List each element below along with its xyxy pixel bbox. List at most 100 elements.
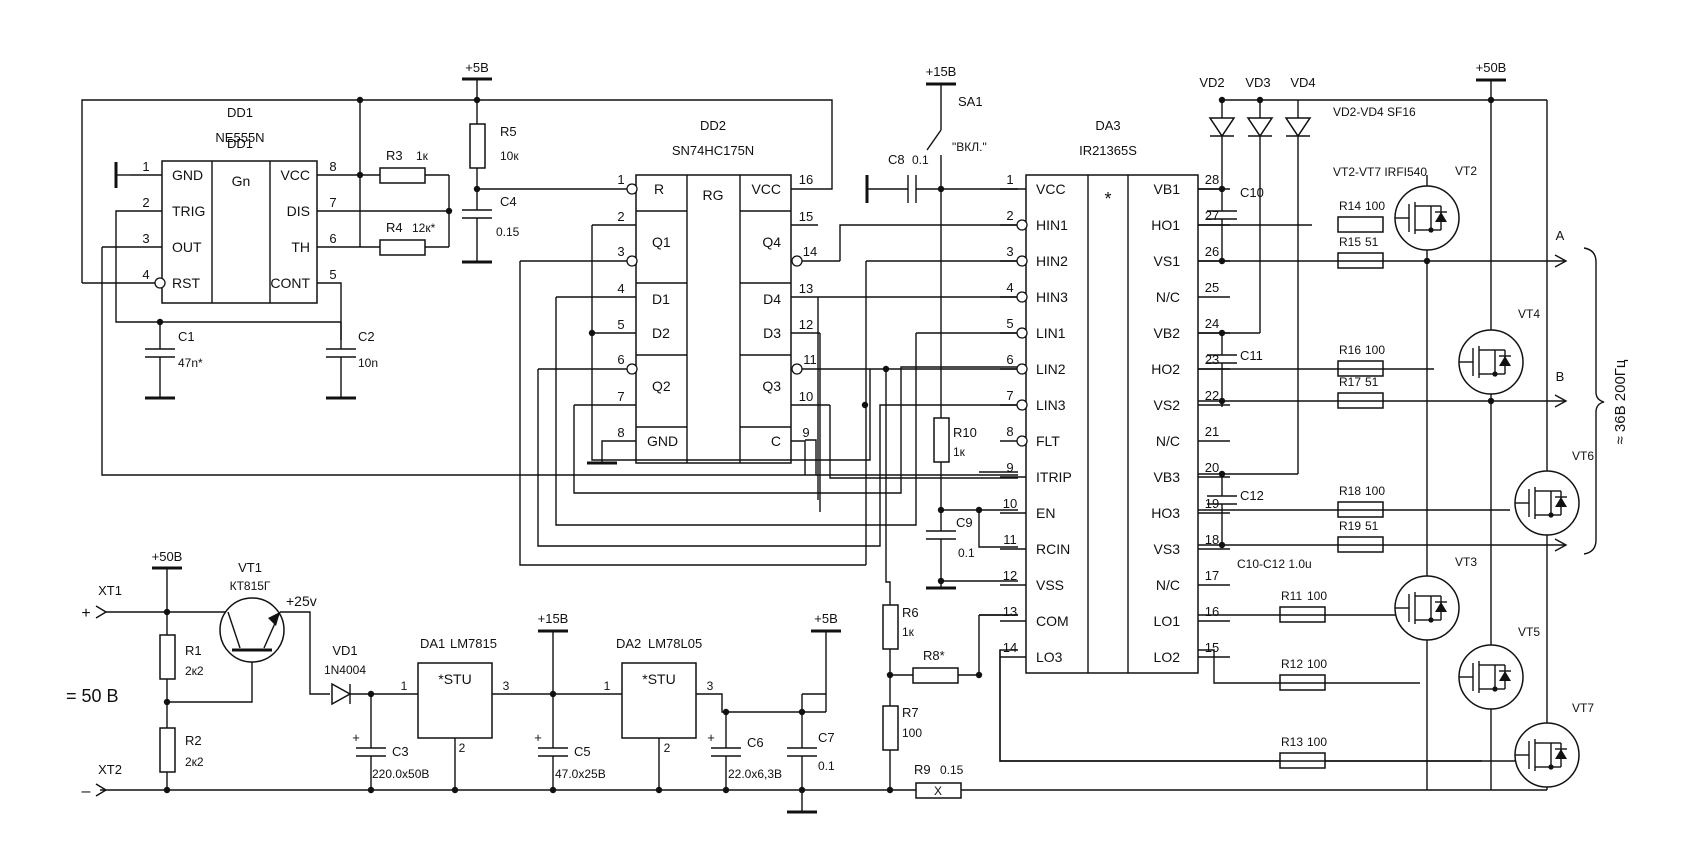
vt3-mosfet: VT3 xyxy=(1394,555,1477,641)
r9-shunt: X R9 0.15 xyxy=(914,762,964,799)
svg-text:2: 2 xyxy=(1006,208,1013,223)
svg-text:Q3: Q3 xyxy=(762,378,781,394)
svg-text:*STU: *STU xyxy=(438,671,471,687)
svg-text:+5В: +5В xyxy=(814,611,838,626)
svg-text:XT2: XT2 xyxy=(98,762,122,777)
svg-text:OUT: OUT xyxy=(172,239,202,255)
svg-text:GND: GND xyxy=(647,433,678,449)
svg-text:21: 21 xyxy=(1205,424,1219,439)
xt1-terminal: XT1 + xyxy=(81,583,228,622)
svg-text:HO3: HO3 xyxy=(1151,505,1180,521)
svg-text:+50В: +50В xyxy=(152,549,183,564)
svg-text:R18: R18 xyxy=(1339,484,1361,498)
svg-text:8: 8 xyxy=(1006,424,1013,439)
svg-text:COM: COM xyxy=(1036,613,1069,629)
r10-resistor: R10 1к xyxy=(933,417,977,510)
svg-text:R12: R12 xyxy=(1281,657,1303,671)
svg-text:1: 1 xyxy=(604,679,611,693)
da3-pin-21: 21N/C xyxy=(1156,424,1230,449)
svg-text:51: 51 xyxy=(1365,519,1379,533)
vt2-mosfet: VT2 xyxy=(1394,164,1477,251)
svg-text:15: 15 xyxy=(799,209,813,224)
svg-text:16: 16 xyxy=(799,172,813,187)
svg-text:+15В: +15В xyxy=(926,64,957,79)
svg-text:VB3: VB3 xyxy=(1154,469,1181,485)
svg-text:11: 11 xyxy=(1003,532,1017,547)
svg-text:VS3: VS3 xyxy=(1154,541,1181,557)
da1-label: DA1 xyxy=(420,636,445,651)
svg-text:0.1: 0.1 xyxy=(912,153,929,167)
svg-text:VB1: VB1 xyxy=(1154,181,1181,197)
svg-text:HO2: HO2 xyxy=(1151,361,1180,377)
svg-text:VD4: VD4 xyxy=(1290,75,1315,90)
svg-text:2: 2 xyxy=(142,195,149,210)
svg-text:VB2: VB2 xyxy=(1154,325,1181,341)
da3-driver: * xyxy=(1025,174,1199,674)
vd4-diode: VD4 xyxy=(1284,75,1316,138)
svg-text:LO2: LO2 xyxy=(1154,649,1181,665)
svg-text:RST: RST xyxy=(172,275,200,291)
dd2-pin-4: 4D1 xyxy=(556,281,670,307)
dd2-pin-7: 7 xyxy=(574,389,636,406)
svg-text:HIN2: HIN2 xyxy=(1036,253,1068,269)
svg-text:R: R xyxy=(654,181,664,197)
svg-text:26: 26 xyxy=(1205,244,1219,259)
output-b: B xyxy=(1554,369,1568,408)
svg-text:"ВКЛ.": "ВКЛ." xyxy=(952,140,987,154)
svg-text:1: 1 xyxy=(142,159,149,174)
da1-type: LM7815 xyxy=(450,636,497,651)
svg-text:28: 28 xyxy=(1205,172,1219,187)
svg-text:R9: R9 xyxy=(914,762,931,777)
svg-text:VD1: VD1 xyxy=(332,643,357,658)
svg-text:1: 1 xyxy=(401,679,408,693)
svg-text:LO1: LO1 xyxy=(1154,613,1181,629)
c9-capacitor: C9 0.1 xyxy=(926,510,975,590)
svg-text:2: 2 xyxy=(617,209,624,224)
svg-text:100: 100 xyxy=(902,726,922,740)
svg-text:22.0x6,3В: 22.0x6,3В xyxy=(728,767,782,781)
vd1-diode: VD1 1N4004 xyxy=(324,643,418,706)
svg-text:13: 13 xyxy=(799,281,813,296)
c5-capacitor: + C5 47.0x25В xyxy=(534,694,606,790)
svg-text:6: 6 xyxy=(329,231,336,246)
r18-resistor: R18 100 xyxy=(1337,484,1385,518)
da3-ref: DA3 xyxy=(1095,118,1120,133)
svg-text:VCC: VCC xyxy=(1036,181,1066,197)
svg-text:1: 1 xyxy=(1006,172,1013,187)
svg-text:25: 25 xyxy=(1205,280,1219,295)
dd2-pin-9: 9C xyxy=(771,425,810,475)
svg-text:HIN1: HIN1 xyxy=(1036,217,1068,233)
da2-type: LM78L05 xyxy=(648,636,702,651)
svg-text:3: 3 xyxy=(503,679,510,693)
rail-p50-top: +50В xyxy=(1476,60,1506,100)
svg-text:+: + xyxy=(81,605,90,622)
svg-text:100: 100 xyxy=(1365,484,1385,498)
output-brace xyxy=(1583,247,1605,555)
svg-text:23: 23 xyxy=(1205,352,1219,367)
c7-capacitor: C7 0.1 xyxy=(787,712,835,814)
svg-text:220.0x50В: 220.0x50В xyxy=(372,767,429,781)
supply-label: = 50 В xyxy=(66,686,119,706)
c2-capacitor: C2 10n xyxy=(326,322,378,400)
da3-pin-17: 17N/C xyxy=(1156,568,1230,593)
svg-text:C8: C8 xyxy=(888,152,905,167)
svg-text:D2: D2 xyxy=(652,325,670,341)
c8-capacitor: C8 0.1 xyxy=(865,152,941,203)
svg-text:D3: D3 xyxy=(763,325,781,341)
svg-text:R11: R11 xyxy=(1281,589,1302,603)
svg-text:1к: 1к xyxy=(902,625,915,639)
r6-resistor: R6 1к xyxy=(882,604,919,675)
svg-text:A: A xyxy=(1556,228,1565,243)
vd3-diode: VD3 xyxy=(1245,75,1274,138)
r1-resistor: R1 2к2 xyxy=(159,612,204,728)
svg-text:КТ815Г: КТ815Г xyxy=(230,579,271,593)
svg-text:12к*: 12к* xyxy=(412,221,436,235)
